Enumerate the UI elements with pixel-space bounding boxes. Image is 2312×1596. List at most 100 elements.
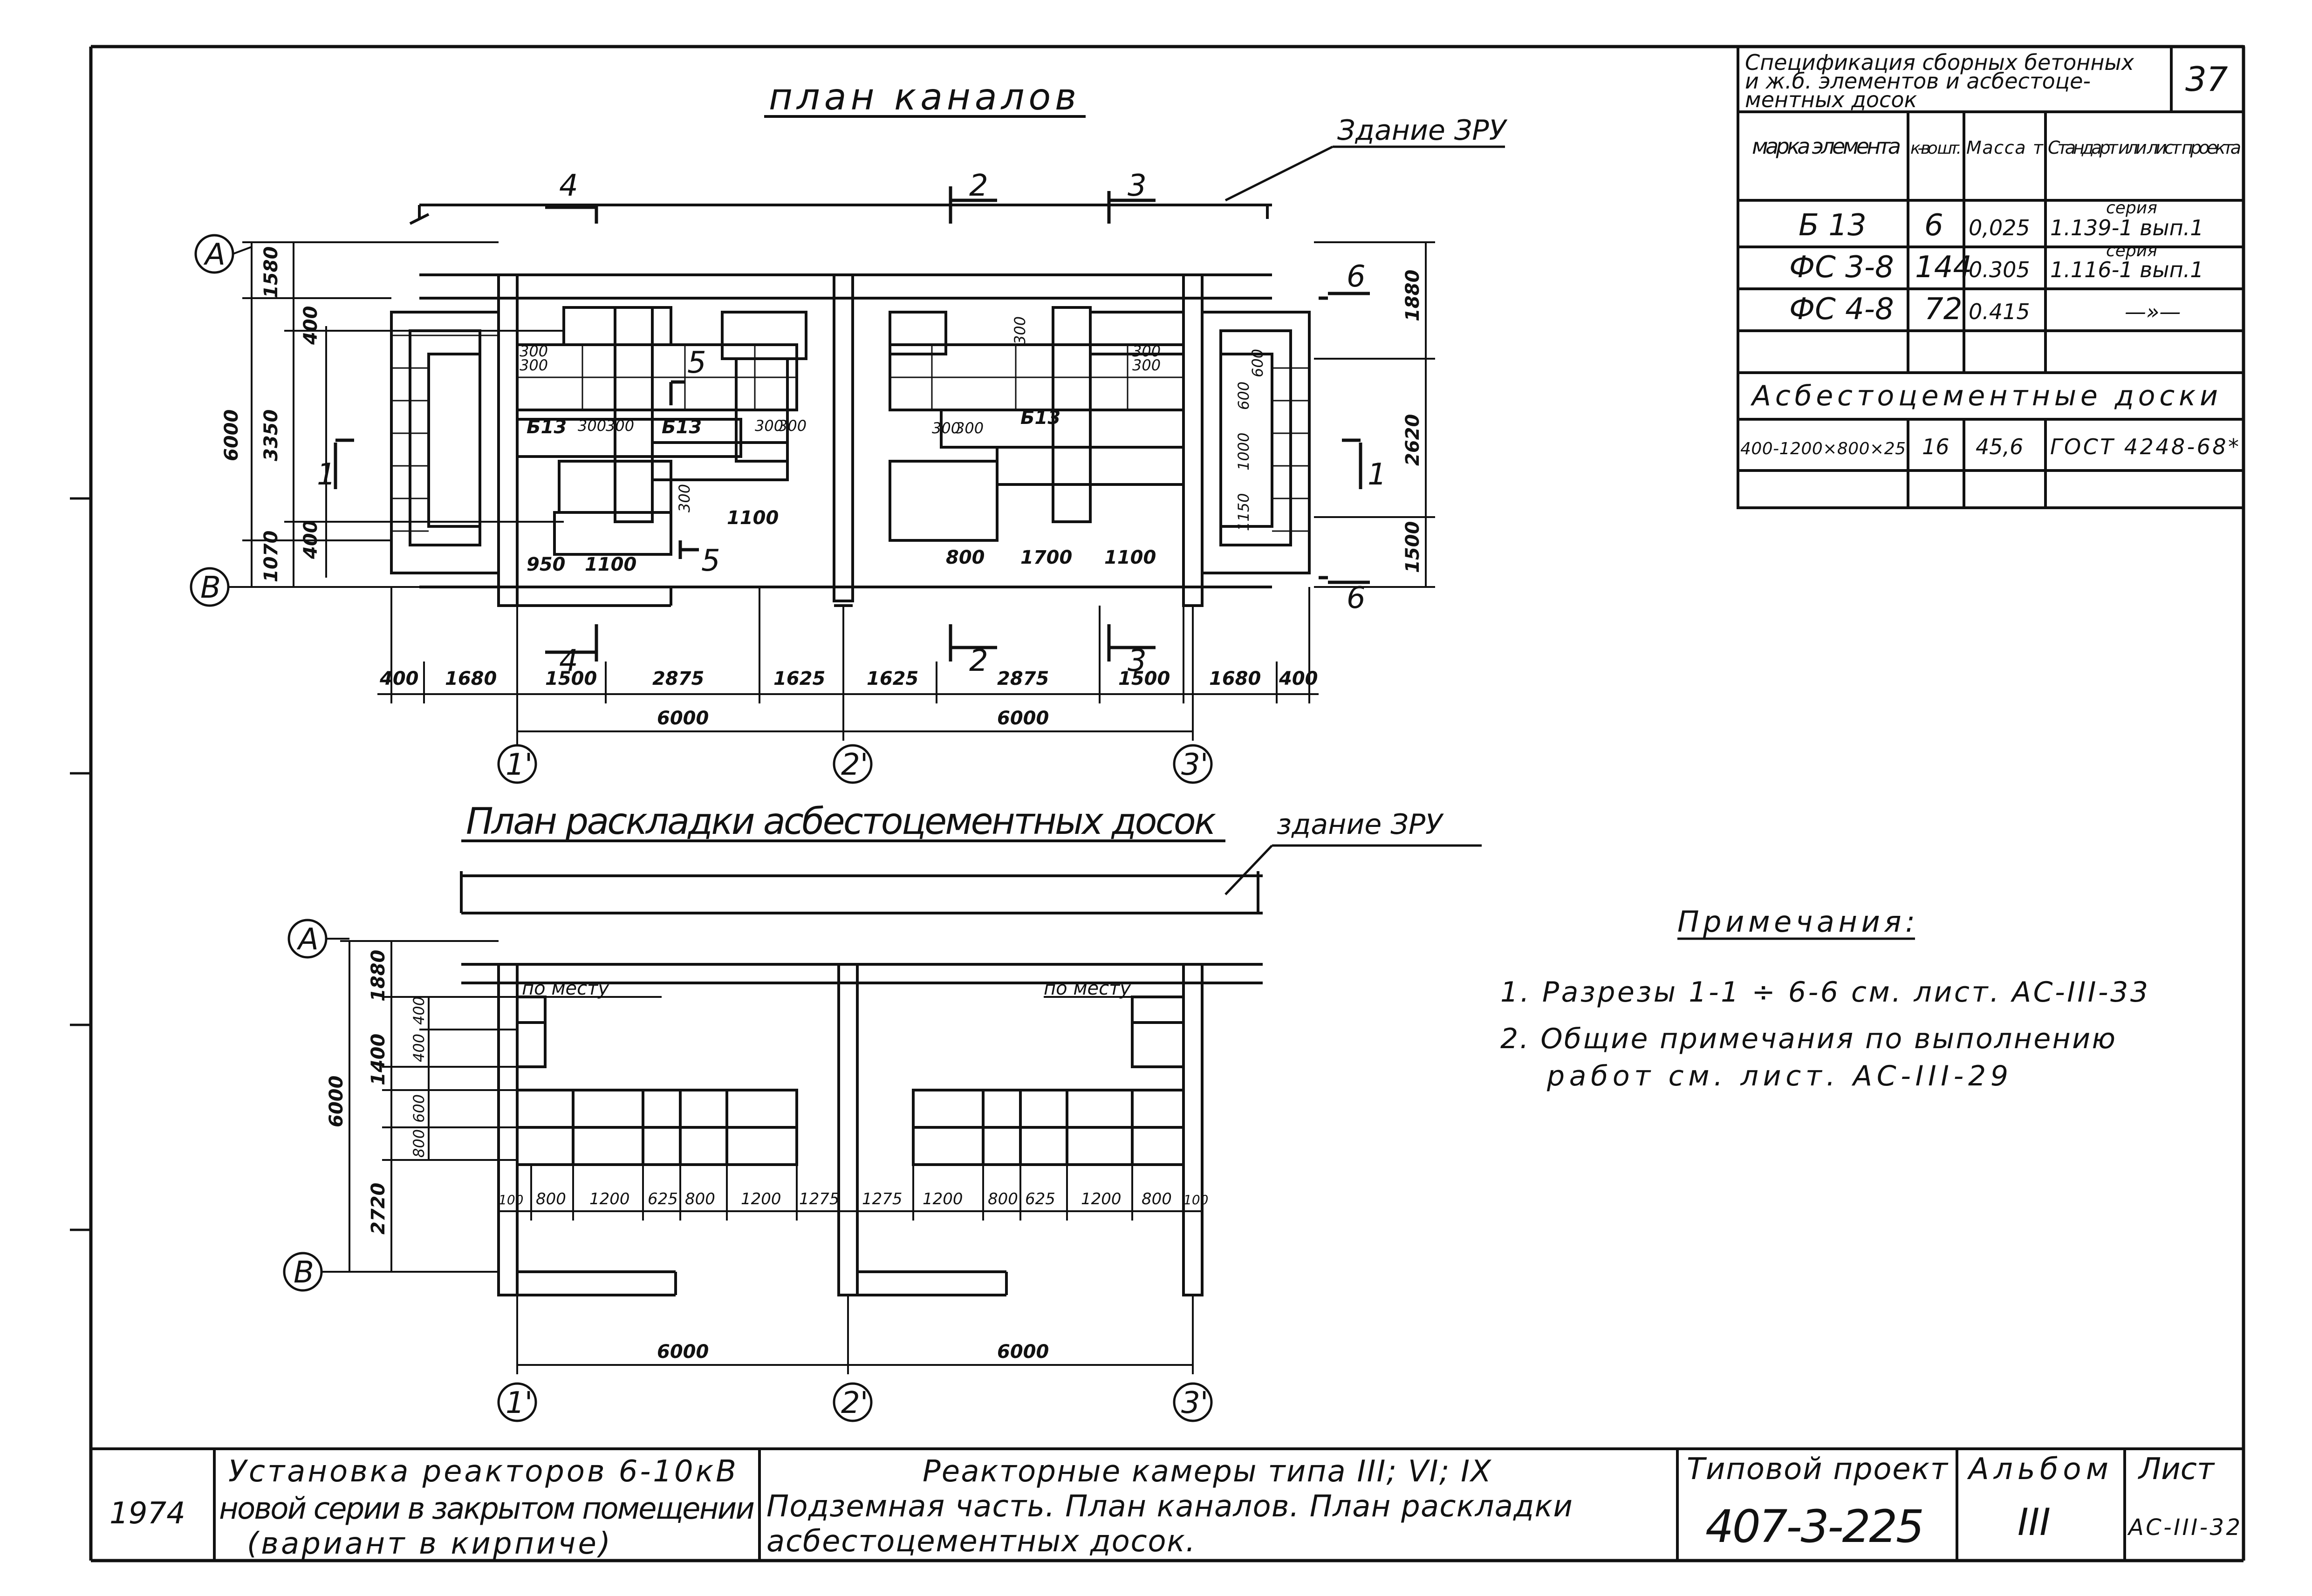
plan1-left-dim-1580: 1580: [260, 246, 282, 298]
plan1-axis-3: 3': [1173, 744, 1213, 784]
section-mark-4-bottom: 4: [559, 644, 578, 678]
spec-row1-mass: 0,025: [1969, 215, 2030, 240]
section-mark-5-bottom: 5: [701, 544, 720, 578]
spec-header-qty: к-во шт.: [1910, 139, 1962, 158]
plan2-bottom-dim-5: 1200: [741, 1190, 781, 1208]
plan2-axis-1: 1': [497, 1382, 537, 1422]
plan1-label-300-11: 300: [1011, 316, 1029, 345]
spec-header-mass: Масса т: [1966, 137, 2044, 158]
plan1-label-300-12: 300: [676, 484, 693, 512]
plan2-bottom-dim-13: 100: [1183, 1192, 1208, 1207]
plan2-building-label: здание ЗРУ: [1277, 808, 1444, 841]
plan2-note-place-left: по месту: [522, 978, 609, 999]
tb-album-label: Альбом: [1967, 1452, 2108, 1487]
plan2-bottom-dim-9: 800: [988, 1190, 1018, 1208]
plan1-building-label: Здание ЗРУ: [1337, 114, 1508, 147]
plan1-axis-2-label: 2': [841, 748, 868, 782]
plan1-right-dim-1880: 1880: [1402, 270, 1423, 321]
plan2-axis-3-label: 3': [1181, 1386, 1208, 1420]
plan1-label-300-6: 300: [778, 417, 807, 435]
plan1-left-dimensions: [242, 241, 564, 588]
tb-desc-2: новой серии в закрытом помещении: [219, 1492, 755, 1526]
plan1-label-600-b: 600: [1249, 349, 1266, 377]
section-mark-2-top: 2: [969, 169, 988, 203]
plan2-axis-a: А: [287, 919, 349, 959]
plan1-label-300-3: 300: [578, 417, 606, 435]
spec-row1-std: 1.139-1 вып.1: [2050, 215, 2204, 240]
plan2-title: План раскладки асбестоцементных досок: [466, 801, 1216, 843]
plan1-title: план каналов: [769, 76, 1076, 118]
plan2-axis-2-label: 2': [841, 1386, 868, 1420]
plan1-right-dim-1500: 1500: [1402, 521, 1423, 573]
plan2-left-dim-400b: 400: [410, 1034, 428, 1062]
plan1-label-600-a: 600: [1235, 382, 1252, 410]
plan1-right-dim-2620: 2620: [1402, 414, 1423, 466]
plan1-label-1700: 1700: [1020, 547, 1072, 568]
plan1-bottom-dim-5: 1625: [867, 668, 918, 689]
plan1-right-dimensions: [1314, 241, 1435, 588]
plan1-brick-hatching: [391, 334, 1309, 532]
spec-section-mark: 400-1200×800×25: [1740, 439, 1906, 458]
plan1-axis-3-label: 3': [1181, 748, 1208, 782]
plan1-label-b13-b: Б13: [662, 416, 702, 438]
spec-row3-std: —»—: [2125, 299, 2181, 324]
plan2-axis-b: В: [283, 1252, 349, 1292]
plan2-left-dim-1880: 1880: [368, 950, 389, 1002]
tb-main-3: асбестоцементных досок.: [766, 1524, 1195, 1559]
plan1-bottom-dim-3: 2875: [652, 668, 704, 689]
plan1-label-300-10: 300: [955, 419, 984, 437]
spec-section-mass: 45,6: [1976, 434, 2023, 459]
plan2-axis-1-label: 1': [506, 1386, 533, 1420]
plan1-label-300-5: 300: [755, 417, 783, 435]
plan1-label-300-7: 300: [1132, 342, 1161, 360]
spec-row1-std-top: серия: [2106, 198, 2157, 218]
plan2-bottom-dimensions: [499, 1165, 1202, 1374]
spec-header-mark: марка элемента: [1752, 134, 1901, 159]
margin-marks: [70, 497, 91, 1231]
section-mark-5-top: 5: [687, 346, 706, 380]
plan1-axis-1-label: 1': [506, 748, 533, 782]
plan1-bottom-dim-1: 1680: [445, 668, 497, 689]
tb-desc-1: Установка реакторов 6-10кВ: [228, 1454, 736, 1489]
note-2-cont: работ см. лист. АС-III-29: [1546, 1060, 2008, 1092]
tb-project-label: Типовой проект: [1687, 1452, 1949, 1487]
title-block: [91, 1447, 2244, 1561]
tb-year: 1974: [109, 1496, 185, 1531]
note-2: 2. Общие примечания по выполнению: [1500, 1023, 2115, 1055]
section-mark-3-top: 3: [1128, 169, 1147, 203]
sheet-number: 37: [2185, 60, 2228, 99]
plan1-left-dim-1070: 1070: [260, 531, 282, 582]
plan2-bottom-dim-11: 1200: [1081, 1190, 1122, 1208]
plan1-bottom-dim-6: 2875: [997, 668, 1049, 689]
section-mark-1-left: 1: [317, 457, 336, 492]
plan1-label-300-8: 300: [1132, 356, 1161, 374]
plan1-axis-2: 2': [833, 744, 873, 784]
plan2-bottom-dim-1: 800: [536, 1190, 566, 1208]
plan1-outline: [390, 204, 1311, 607]
plan1-axis-a: А: [194, 234, 252, 274]
plan1-axis-dim-0: 6000: [657, 708, 709, 729]
plan2-outline: [460, 871, 1263, 1296]
section-mark-2-bottom: 2: [969, 644, 988, 678]
plan1-left-dim-6000: 6000: [221, 409, 242, 461]
spec-header-std: Стандарт или лист проекта: [2048, 137, 2241, 158]
plan2-bottom-dim-7: 1275: [862, 1190, 903, 1208]
plan2-axis-b-label: В: [294, 1255, 314, 1290]
plan1-bottom-dim-4: 1625: [773, 668, 825, 689]
plan1-axis-dim-1: 6000: [997, 708, 1049, 729]
spec-row3-qty: 72: [1924, 292, 1962, 327]
plan1-bottom-dimensions: [377, 587, 1319, 741]
section-mark-3-bottom: 3: [1128, 644, 1147, 678]
section-mark-1-right: 1: [1368, 457, 1387, 492]
plan2-bottom-dim-6: 1275: [799, 1190, 840, 1208]
plan2-building-leader: [1224, 845, 1273, 895]
spec-row1-mark: Б 13: [1799, 208, 1867, 243]
spec-section-qty: 16: [1922, 434, 1949, 459]
tb-album-value: III: [2018, 1501, 2051, 1544]
plan1-label-1000: 1000: [1235, 433, 1252, 471]
spec-row1-qty: 6: [1924, 208, 1943, 243]
plan1-label-950: 950: [527, 554, 566, 575]
plan2-axis-dim-0: 6000: [657, 1341, 709, 1363]
plan1-bottom-dim-9: 400: [1279, 668, 1318, 689]
